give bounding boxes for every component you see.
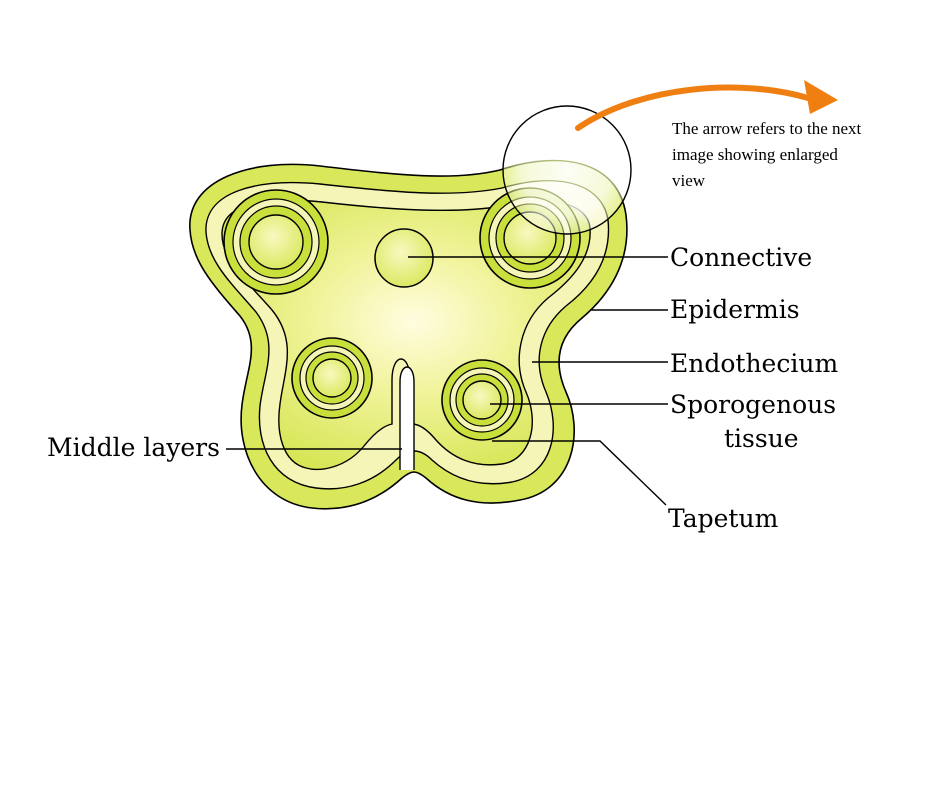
leader-lines <box>226 256 668 506</box>
label-epidermis: Epidermis <box>670 295 800 324</box>
magnifier-lens <box>502 105 632 235</box>
note-line-2: image showing enlarged <box>672 145 838 164</box>
pollen-sac-lower-left <box>291 337 373 419</box>
pollen-sac-upper-right <box>479 187 581 289</box>
pollen-sac-lower-right <box>441 359 523 441</box>
label-endothecium: Endothecium <box>670 349 838 378</box>
label-connective: Connective <box>670 243 812 272</box>
pollen-sac-upper-left <box>223 189 329 295</box>
label-middle-layers: Middle layers <box>47 433 220 462</box>
pointer-arrow <box>575 80 838 131</box>
note-line-3: view <box>672 171 706 190</box>
leader-tapetum <box>492 440 667 506</box>
label-sporogenous-tissue: tissue <box>724 424 799 453</box>
label-tapetum: Tapetum <box>668 504 779 533</box>
label-sporogenous: Sporogenous <box>670 390 836 419</box>
lobe-cleft <box>399 366 415 470</box>
arrow-note: The arrow refers to the next image showi… <box>672 119 866 190</box>
note-line-1: The arrow refers to the next <box>672 119 862 138</box>
vascular-bundle <box>374 228 434 288</box>
